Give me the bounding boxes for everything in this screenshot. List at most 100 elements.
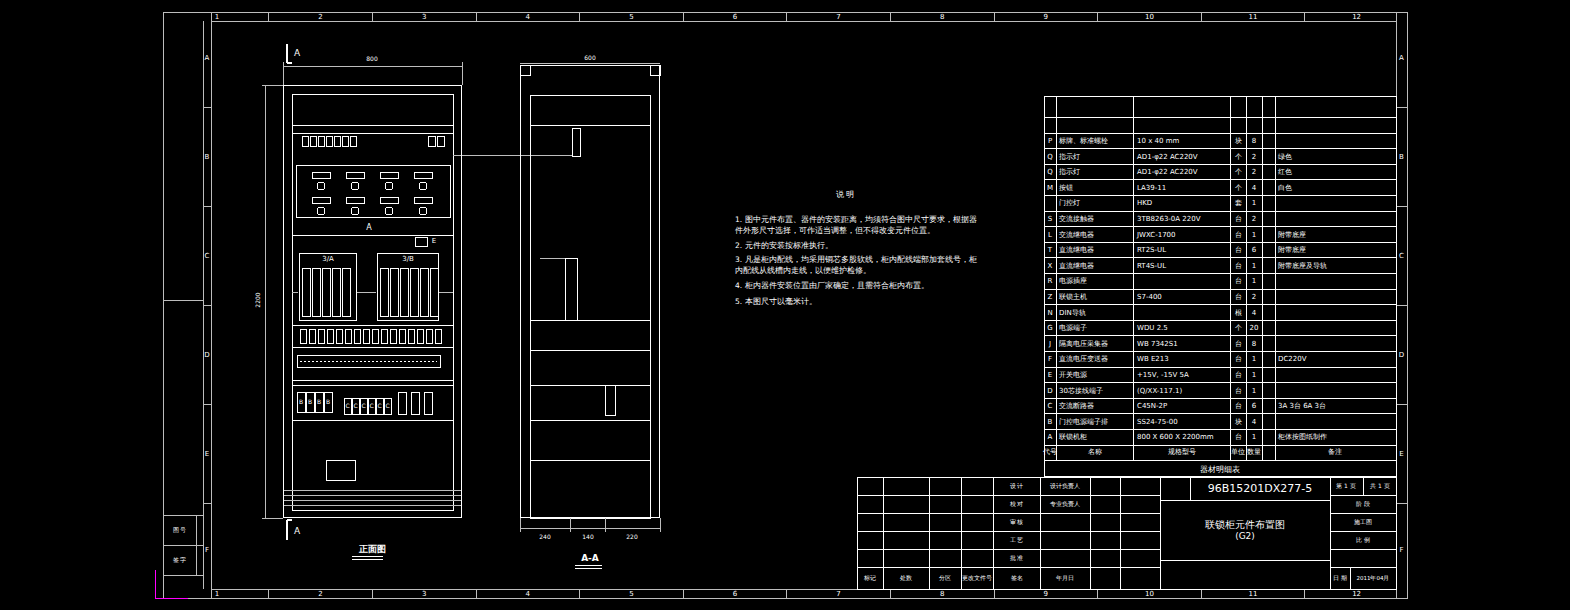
terminal-block bbox=[372, 329, 378, 343]
lamp-tag bbox=[380, 172, 398, 178]
component-side bbox=[605, 385, 615, 415]
table-cell: 2 bbox=[1252, 152, 1256, 160]
callout-letter: C bbox=[369, 402, 373, 409]
table-cell: 台 bbox=[1235, 402, 1242, 410]
extension-line bbox=[262, 518, 283, 519]
extension-line bbox=[283, 62, 284, 85]
table-cell: A bbox=[1048, 433, 1053, 441]
table-cell: S7-400 bbox=[1137, 293, 1162, 301]
table-rule bbox=[1044, 179, 1396, 180]
table-cell: (Q/XX-117.1) bbox=[1137, 386, 1182, 394]
table-cell: B bbox=[1048, 418, 1053, 426]
drawing-line bbox=[292, 133, 453, 134]
title-rule bbox=[1160, 500, 1330, 501]
table-rule bbox=[1044, 304, 1396, 305]
grid-number: 12 bbox=[1352, 12, 1361, 20]
frame-tick bbox=[203, 305, 211, 306]
lamp-tag bbox=[346, 172, 364, 178]
table-cell: 8 bbox=[1252, 340, 1256, 348]
grid-number: 11 bbox=[1249, 589, 1258, 597]
table-header: 备注 bbox=[1328, 449, 1342, 457]
terminal-block bbox=[437, 136, 444, 146]
section-marker bbox=[286, 520, 288, 540]
table-rule bbox=[1044, 367, 1396, 368]
section-letter: A bbox=[366, 223, 371, 233]
grid-number: 7 bbox=[836, 589, 840, 597]
power-module bbox=[398, 392, 406, 414]
table-cell: 10 x 40 mm bbox=[1137, 137, 1179, 145]
title-underline bbox=[352, 559, 383, 560]
grid-number: 1 bbox=[215, 589, 219, 597]
grid-number: 9 bbox=[1044, 589, 1048, 597]
table-header: 单位 bbox=[1231, 449, 1245, 457]
title-block-cell: 设计负责人 bbox=[1050, 482, 1080, 489]
table-cell: 直流电压变送器 bbox=[1059, 355, 1108, 363]
callout-letter: B bbox=[326, 398, 330, 405]
table-cell: 套 bbox=[1235, 199, 1242, 207]
dimension-line bbox=[520, 63, 660, 64]
title-block-cell: 2011年04月 bbox=[1357, 575, 1390, 582]
table-cell: 台 bbox=[1235, 293, 1242, 301]
grid-number: 4 bbox=[526, 12, 530, 20]
table-cell: 2 bbox=[1252, 293, 1256, 301]
grid-number: 10 bbox=[1145, 12, 1154, 20]
table-rule bbox=[1044, 195, 1396, 196]
callout-letter: B bbox=[299, 398, 303, 405]
terminal-block bbox=[350, 136, 356, 146]
table-rule bbox=[1275, 96, 1276, 461]
frame-tick bbox=[1304, 12, 1305, 21]
title-block-cell: 审 核 bbox=[1010, 518, 1024, 525]
frame-tick bbox=[1396, 503, 1407, 504]
title-rule bbox=[1330, 477, 1331, 589]
node-label: (G2) bbox=[1235, 531, 1255, 542]
frame-tick bbox=[1396, 404, 1407, 405]
table-cell: 块 bbox=[1235, 137, 1242, 145]
terminal-block bbox=[408, 329, 414, 343]
table-cell: 1 bbox=[1252, 199, 1256, 207]
dimension: 800 bbox=[366, 55, 377, 62]
frame-tick bbox=[1396, 589, 1397, 598]
frame-tick bbox=[372, 12, 373, 21]
margin-label: 签 字 bbox=[173, 556, 187, 563]
lamp-tag bbox=[312, 172, 330, 178]
frame-tick bbox=[1396, 12, 1397, 21]
table-header: 名称 bbox=[1088, 449, 1102, 457]
table-cell: 直流继电器 bbox=[1059, 262, 1094, 270]
grid-number: 8 bbox=[940, 12, 944, 20]
table-cell: RT2S-UL bbox=[1137, 246, 1166, 254]
table-rule bbox=[1044, 398, 1396, 399]
drawing-line bbox=[292, 347, 453, 348]
grid-number: 6 bbox=[733, 589, 737, 597]
table-cell: 4 bbox=[1252, 308, 1256, 316]
table-cell: 1 bbox=[1252, 355, 1256, 363]
drawing-line bbox=[292, 235, 453, 236]
table-cell: 个 bbox=[1235, 324, 1242, 332]
extension-line bbox=[660, 518, 661, 532]
grid-letter: B bbox=[205, 153, 210, 161]
table-cell: 台 bbox=[1235, 340, 1242, 348]
note-text: 4. 柜内器件安装位置由厂家确定，且需符合柜内布置。 bbox=[735, 280, 980, 291]
table-cell: 3TB8263-0A 220V bbox=[1137, 215, 1201, 223]
title-block-cell: 比 例 bbox=[1356, 536, 1370, 543]
section-letter: A bbox=[294, 526, 300, 537]
view-title: 正面图 bbox=[284, 544, 461, 555]
node-label: 3/A bbox=[300, 254, 356, 263]
table-cell: 电源端子 bbox=[1059, 324, 1087, 332]
power-module bbox=[424, 392, 432, 414]
table-cell: C45N-2P bbox=[1137, 402, 1167, 410]
circuit-breaker bbox=[368, 398, 375, 414]
section-marker bbox=[287, 62, 292, 64]
table-cell: 台 bbox=[1235, 230, 1242, 238]
wire-duct bbox=[297, 355, 440, 367]
title-block-cell: 施工图 bbox=[1354, 518, 1372, 525]
frame-tick bbox=[203, 107, 211, 108]
base-line bbox=[283, 495, 462, 496]
grid-letter: A bbox=[205, 54, 210, 62]
table-cell: 台 bbox=[1235, 277, 1242, 285]
table-cell: 3A 3台 6A 3台 bbox=[1278, 402, 1326, 410]
binding-margin-line bbox=[163, 300, 203, 301]
terminal-block bbox=[309, 329, 315, 343]
title-rule bbox=[857, 495, 1160, 496]
dimension: 140 bbox=[582, 533, 593, 540]
title-block-cell: 阶 段 bbox=[1356, 500, 1370, 507]
